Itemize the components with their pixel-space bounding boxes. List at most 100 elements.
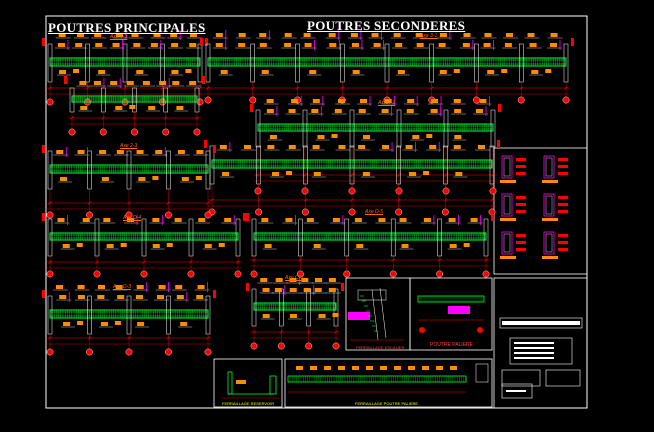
grid-bubble	[249, 96, 257, 104]
section-cut	[543, 155, 555, 179]
rebar-callout	[155, 150, 163, 154]
rebar-callout	[423, 218, 431, 222]
rebar-callout	[309, 70, 317, 74]
rebar-callout	[138, 177, 146, 181]
dimension-tick	[48, 260, 52, 264]
rebar-callout	[545, 69, 552, 73]
section-callout	[558, 165, 568, 168]
dimension-tick	[385, 86, 389, 90]
grid-bubble	[442, 187, 450, 195]
grid-bubble	[86, 211, 93, 219]
column-stub	[298, 218, 303, 257]
rebar-callout	[426, 134, 433, 138]
rebar-callout	[405, 145, 413, 149]
rebar-callout	[93, 81, 101, 85]
rebar-callout	[550, 33, 558, 37]
column-stub	[344, 218, 350, 257]
rebar-callout	[429, 145, 437, 149]
beam-label-1: Axe 1-3	[110, 34, 128, 40]
dimension-tick	[519, 86, 523, 90]
grid-bubble	[301, 208, 309, 216]
rebar-callout	[136, 150, 144, 154]
dimension-tick	[295, 86, 300, 90]
rebar-callout	[131, 33, 139, 37]
rebar-callout	[58, 33, 66, 37]
section-mark	[42, 213, 45, 221]
rebar-callout	[453, 69, 460, 73]
rebar-callout	[371, 33, 379, 37]
section-mark	[497, 140, 500, 148]
grid-bubble	[489, 187, 497, 195]
rebar-callout	[475, 109, 483, 113]
grid-bubble	[165, 211, 172, 219]
dimension-tick	[334, 330, 338, 334]
section-mark	[246, 213, 249, 221]
dimension-tick	[306, 330, 311, 334]
grid-bubble	[187, 270, 195, 278]
rebar-callout	[75, 43, 83, 47]
dimension-tick	[252, 258, 256, 262]
rebar-callout	[477, 145, 485, 149]
rebar-callout	[189, 43, 197, 47]
rebar-callout	[97, 285, 105, 289]
dimension-tick	[444, 173, 448, 177]
dimension-tick	[397, 173, 401, 177]
rebar-callout	[310, 366, 317, 370]
rebar-callout	[439, 70, 447, 74]
dimension-tick	[340, 86, 344, 90]
dimension-tick	[132, 116, 137, 120]
beam-label-8: Axe C-6	[285, 275, 304, 281]
grid-bubble	[204, 348, 212, 356]
rebar-callout	[115, 285, 123, 289]
grid-bubble	[254, 187, 262, 195]
dimension-tick	[195, 116, 199, 120]
dimension-tick	[48, 201, 52, 205]
rebar-callout	[266, 99, 274, 103]
dimension-tick	[101, 116, 105, 120]
rebar-callout	[332, 313, 339, 317]
dimension-tick	[396, 198, 401, 202]
rebar-callout	[505, 33, 513, 37]
dimension-tick	[391, 258, 395, 262]
title-block-frame	[493, 277, 588, 409]
grid-bubble	[99, 128, 107, 136]
rebar-callout	[301, 278, 309, 282]
rebar-callout	[261, 218, 269, 222]
section-mark	[246, 283, 249, 291]
rebar-callout	[259, 43, 267, 47]
rebar-callout	[127, 218, 135, 222]
landing-section	[448, 306, 470, 314]
grid-bubble	[517, 96, 525, 104]
rebar-callout	[430, 109, 438, 113]
rebar-callout	[114, 321, 121, 325]
section-callout	[558, 210, 568, 213]
rebar-callout	[152, 244, 160, 248]
title-block-field	[545, 369, 581, 387]
section-mark	[42, 145, 45, 153]
column-stub	[396, 109, 402, 148]
stair-flight	[371, 289, 379, 341]
section-mark	[42, 290, 45, 298]
beam-outline	[49, 57, 201, 67]
beam-label-4: Axe 2-3	[120, 143, 138, 149]
rebar-callout	[455, 172, 463, 176]
rebar-callout	[328, 33, 336, 37]
rebar-callout	[171, 43, 179, 47]
rebar-callout	[218, 243, 225, 247]
rebar-callout	[352, 366, 359, 370]
rebar-callout	[266, 109, 274, 113]
rebar-callout	[359, 99, 367, 103]
rebar-callout	[415, 33, 423, 37]
rebar-callout	[219, 145, 227, 149]
rebar-callout	[158, 285, 166, 289]
rebar-callout	[384, 99, 392, 103]
rebar-callout	[527, 33, 535, 37]
grid-bubble	[277, 342, 285, 350]
rebar-callout	[106, 244, 114, 248]
rebar-callout	[397, 70, 405, 74]
rebar-callout	[185, 69, 192, 73]
reservoir-wall	[227, 371, 233, 395]
dimension-tick	[160, 86, 165, 90]
title-block-text	[514, 357, 554, 359]
